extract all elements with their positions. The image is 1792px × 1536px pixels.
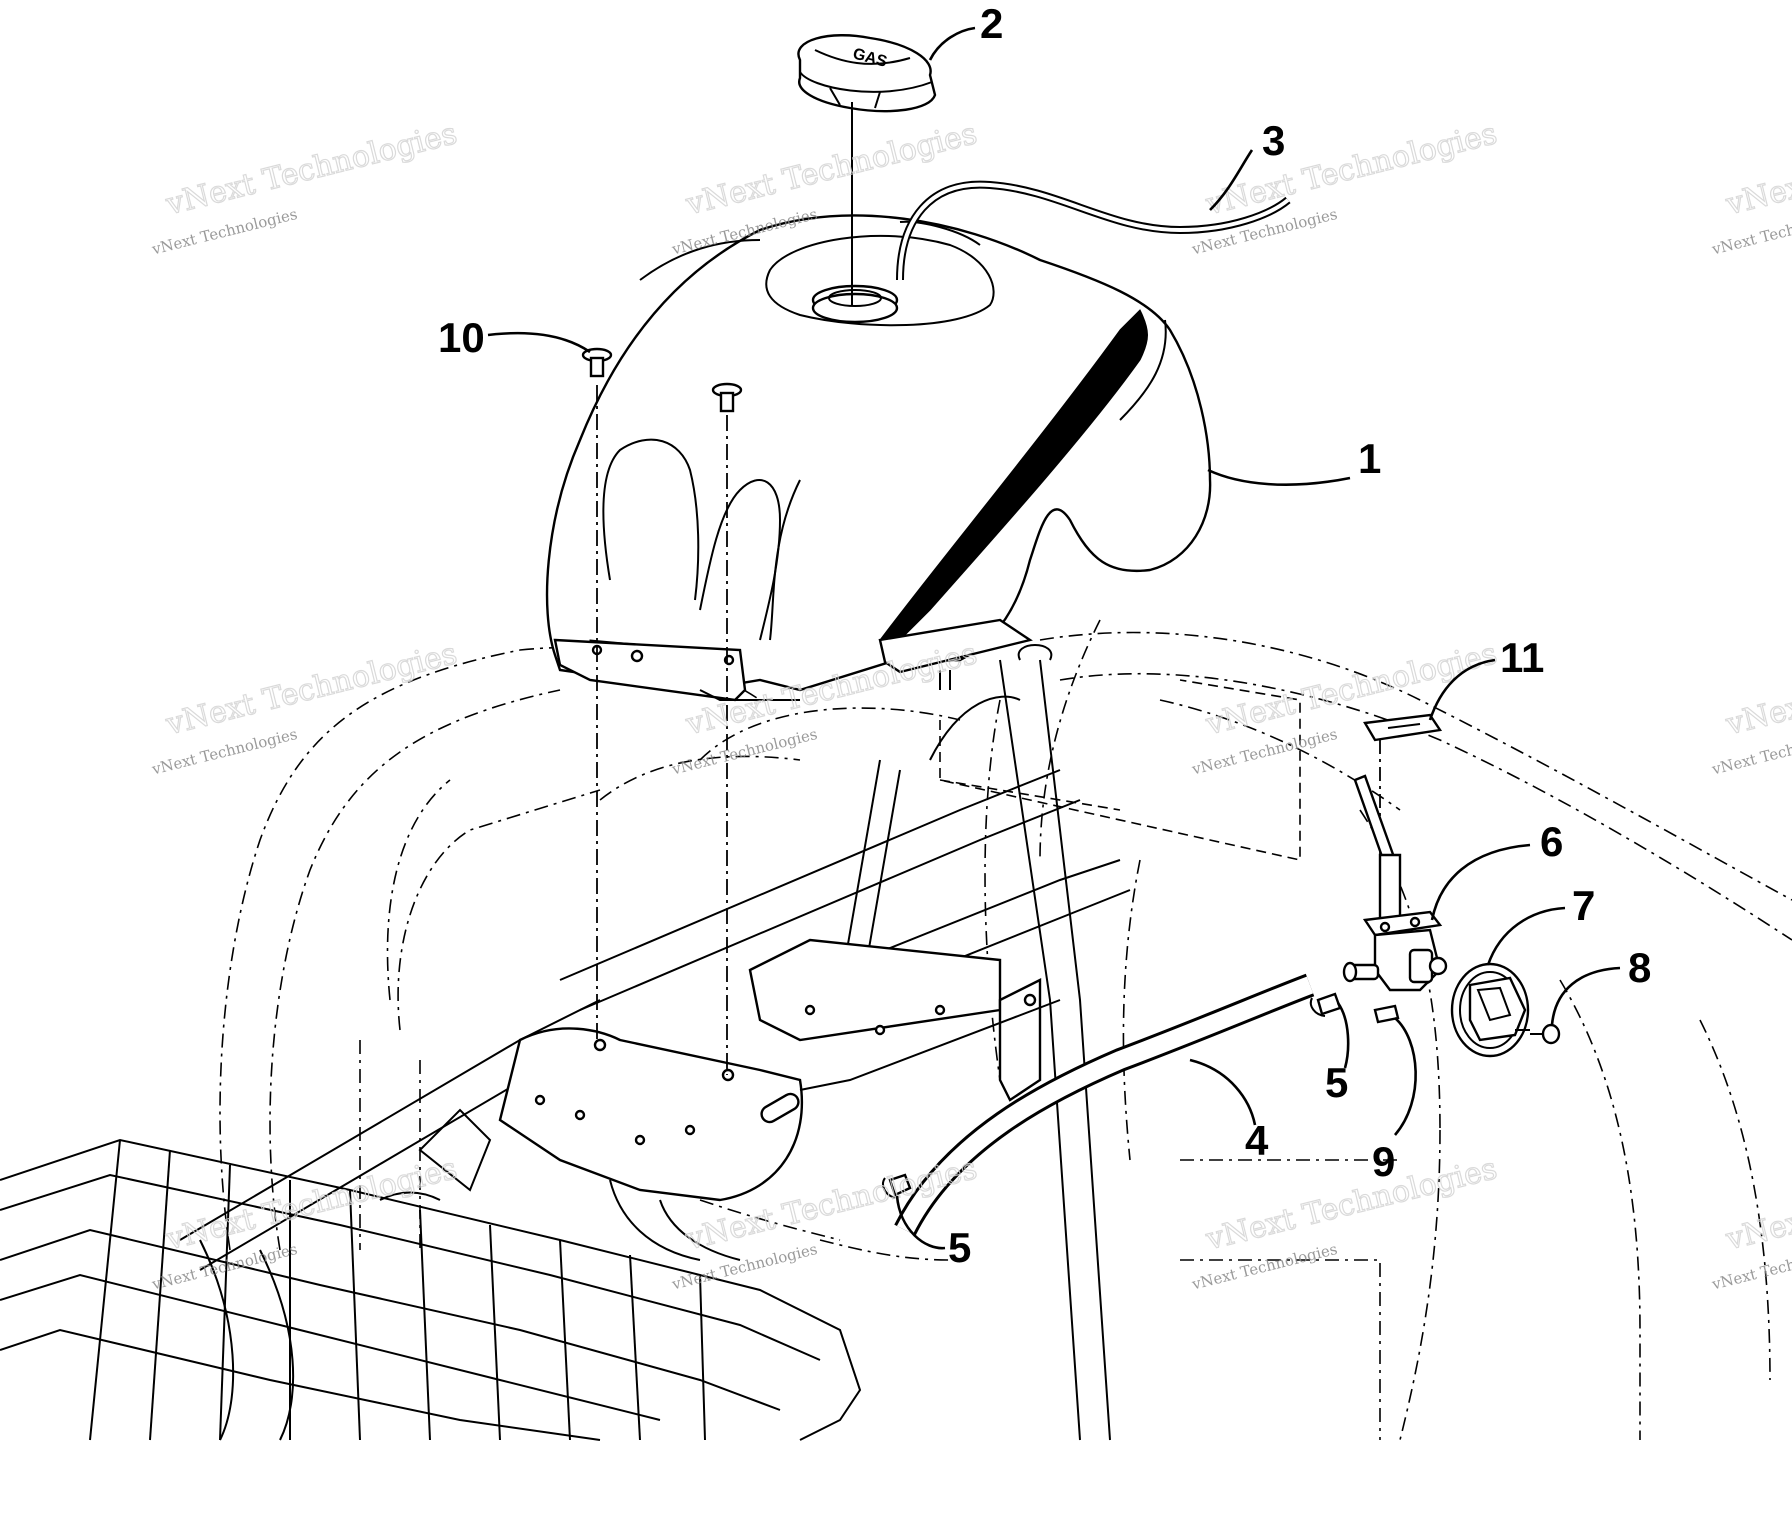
watermark-text: vNext Technologies xyxy=(162,1151,461,1257)
watermark-text: vNext Technologies xyxy=(682,116,981,222)
watermark-text: vNext Technologies xyxy=(1202,116,1501,222)
callout-10: 10 xyxy=(438,314,485,361)
callout-8: 8 xyxy=(1628,944,1651,991)
callout-9: 9 xyxy=(1372,1138,1395,1185)
watermark-text: vNext Technologies xyxy=(1722,636,1792,742)
callout-labels: 1 2 3 4 5 5 6 7 8 9 10 11 xyxy=(438,0,1651,1271)
watermark-text: vNext Technologies xyxy=(1722,1151,1792,1257)
watermark-text: vNext Technologies xyxy=(1202,1151,1501,1257)
tank-screws xyxy=(581,347,743,413)
callout-4: 4 xyxy=(1245,1117,1269,1164)
callout-5-lower: 5 xyxy=(948,1224,971,1271)
knob-screw xyxy=(1530,1023,1561,1045)
watermark-text: vNext Technologies xyxy=(1722,116,1792,222)
watermark-text: vNext Technologies xyxy=(162,116,461,222)
atv-frame xyxy=(179,644,1131,1441)
vent-hose xyxy=(896,180,1291,281)
hose-clamps xyxy=(882,992,1342,1199)
callout-7: 7 xyxy=(1572,882,1595,929)
watermark-text: vNext Technologies xyxy=(162,636,461,742)
fuel-valve xyxy=(1342,774,1448,1024)
watermark-text: vNext Technologies xyxy=(1202,636,1501,742)
callout-3: 3 xyxy=(1262,117,1285,164)
valve-decal xyxy=(1363,713,1443,742)
callout-2: 2 xyxy=(980,0,1003,47)
callout-11: 11 xyxy=(1500,634,1544,681)
fuel-line xyxy=(894,973,1315,1236)
callout-6: 6 xyxy=(1540,818,1563,865)
fuel-tank xyxy=(545,214,1212,702)
gas-cap: GAS xyxy=(797,34,937,113)
valve-knob xyxy=(1450,962,1530,1058)
callout-1: 1 xyxy=(1358,435,1381,482)
callout-leaders xyxy=(487,26,1621,1250)
callout-5-upper: 5 xyxy=(1325,1059,1348,1106)
